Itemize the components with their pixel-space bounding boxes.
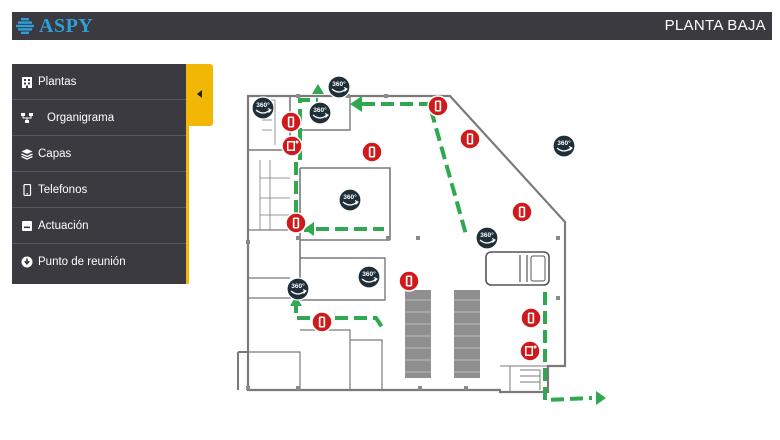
view-360-icon[interactable] xyxy=(286,277,310,301)
extinguisher-icon[interactable] xyxy=(459,128,481,150)
building-walls xyxy=(237,94,567,394)
sitemap-icon xyxy=(21,112,33,124)
extinguisher-icon[interactable] xyxy=(311,311,333,333)
view-360-icon[interactable] xyxy=(357,265,381,289)
view-360-icon[interactable] xyxy=(552,134,576,158)
layers-icon xyxy=(21,148,33,160)
fire-hose-icon[interactable] xyxy=(519,340,541,362)
sidebar-accent-rail xyxy=(186,64,189,284)
view-360-icon[interactable] xyxy=(251,96,275,120)
sidebar-item-label: Punto de reunión xyxy=(38,256,126,268)
sidebar-item-plantas[interactable]: Plantas xyxy=(12,64,186,100)
sidebar-item-organigrama[interactable]: Organigrama xyxy=(12,100,186,136)
evacuation-route xyxy=(294,98,593,403)
route-arrowheads xyxy=(290,84,606,405)
sidebar-item-label: Actuación xyxy=(38,219,89,232)
fire-hose-icon[interactable] xyxy=(281,135,303,157)
extinguisher-icon[interactable] xyxy=(427,95,449,117)
sidebar-item-actuacion[interactable]: Actuación xyxy=(12,208,186,244)
van-icon xyxy=(485,251,550,286)
extinguisher-icon[interactable] xyxy=(280,111,302,133)
brand-logo[interactable]: ASPY xyxy=(16,15,93,37)
sidebar-item-label: Plantas xyxy=(38,75,77,88)
chevron-left-icon xyxy=(197,90,202,98)
view-360-icon[interactable] xyxy=(327,75,351,99)
structural-columns xyxy=(246,94,560,390)
brand-name: ASPY xyxy=(39,14,94,37)
sidebar-item-label: Capas xyxy=(38,147,72,160)
building-icon xyxy=(21,76,33,88)
logo-icon xyxy=(16,18,34,34)
sidebar-item-capas[interactable]: Capas xyxy=(12,136,186,172)
extinguisher-icon[interactable] xyxy=(361,141,383,163)
view-360-icon[interactable] xyxy=(475,226,499,250)
sidebar-item-telefonos[interactable]: Telefonos xyxy=(12,172,186,208)
parking-ramps xyxy=(405,290,480,378)
extinguisher-icon[interactable] xyxy=(398,270,420,292)
top-bar: ASPY PLANTA BAJA xyxy=(12,12,772,40)
sidebar-item-punto-de-reunion[interactable]: Punto de reunión xyxy=(12,244,186,280)
arrow-circle-icon xyxy=(21,256,33,268)
sidebar-item-label: Telefonos xyxy=(38,183,88,196)
sidebar-collapse-button[interactable] xyxy=(186,64,213,126)
phone-icon xyxy=(21,183,33,196)
view-360-icon[interactable] xyxy=(338,188,362,212)
extinguisher-icon[interactable] xyxy=(520,307,542,329)
sidebar-item-label: Organigrama xyxy=(47,111,115,124)
extinguisher-icon[interactable] xyxy=(285,212,307,234)
sidebar: Plantas Organigrama Capas Telefonos Actu… xyxy=(12,64,186,284)
panel-icon xyxy=(21,220,33,232)
view-360-icon[interactable] xyxy=(308,101,332,125)
extinguisher-icon[interactable] xyxy=(511,201,533,223)
page-title: PLANTA BAJA xyxy=(664,17,766,34)
